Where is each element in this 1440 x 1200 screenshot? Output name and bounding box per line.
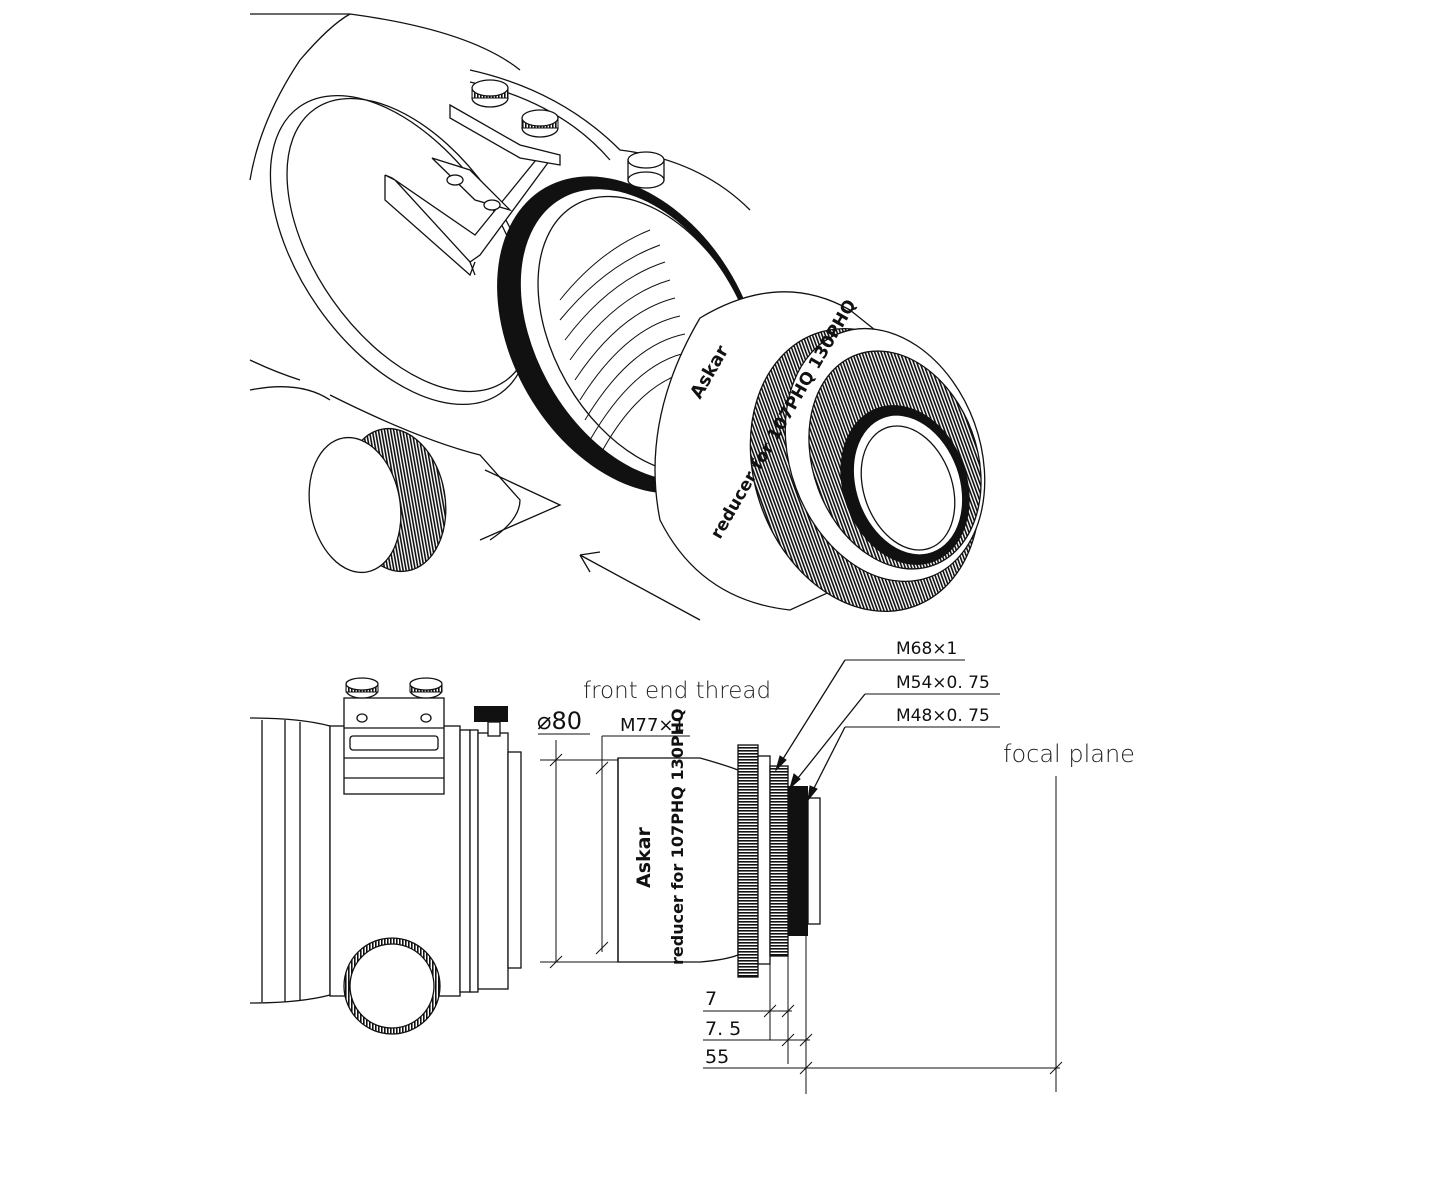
side-reducer: Askar reducer for 107PHQ 130PHQ: [617, 708, 821, 978]
dim-diameter: [538, 733, 618, 969]
dim-7-5-label: 7. 5: [705, 1018, 741, 1040]
dim-m77: [595, 735, 690, 955]
m68-label: M68×1: [896, 639, 957, 659]
side-view: Askar reducer for 107PHQ 130PHQ: [249, 659, 1063, 1094]
isometric-view: Askar reducer for 107PHQ 130PHQ: [249, 13, 986, 621]
side-lens-text: reducer for 107PHQ 130PHQ: [668, 708, 687, 965]
finder-shoe: [384, 103, 561, 277]
focal-plane-label: focal plane: [1003, 740, 1135, 768]
dim-55-label: 55: [705, 1046, 729, 1068]
shoe-thumbscrew-2: [521, 109, 559, 138]
reducer-lens-iso: Askar reducer for 107PHQ 130PHQ: [654, 291, 986, 613]
lock-knob: [627, 151, 665, 189]
side-focus-knob: [343, 937, 441, 1035]
m48-label: M48×0. 75: [896, 706, 990, 726]
thread-leaders: [774, 659, 1000, 802]
focus-knob: [308, 427, 447, 574]
front-end-thread-label: front end thread: [583, 678, 771, 704]
side-brand-text: Askar: [633, 827, 655, 888]
m54-label: M54×0. 75: [896, 673, 990, 693]
labels: front end thread ⌀80 M77×1 M68×1 M54×0. …: [537, 639, 1135, 1068]
dim-bottom: [703, 936, 1063, 1094]
shoe-thumbscrew-1: [471, 79, 509, 108]
dim-7-label: 7: [705, 988, 717, 1010]
m77-label: M77×1: [620, 715, 685, 736]
diameter-label: ⌀80: [537, 707, 582, 735]
side-shoe: [343, 677, 445, 795]
insertion-arrow: [579, 551, 701, 621]
